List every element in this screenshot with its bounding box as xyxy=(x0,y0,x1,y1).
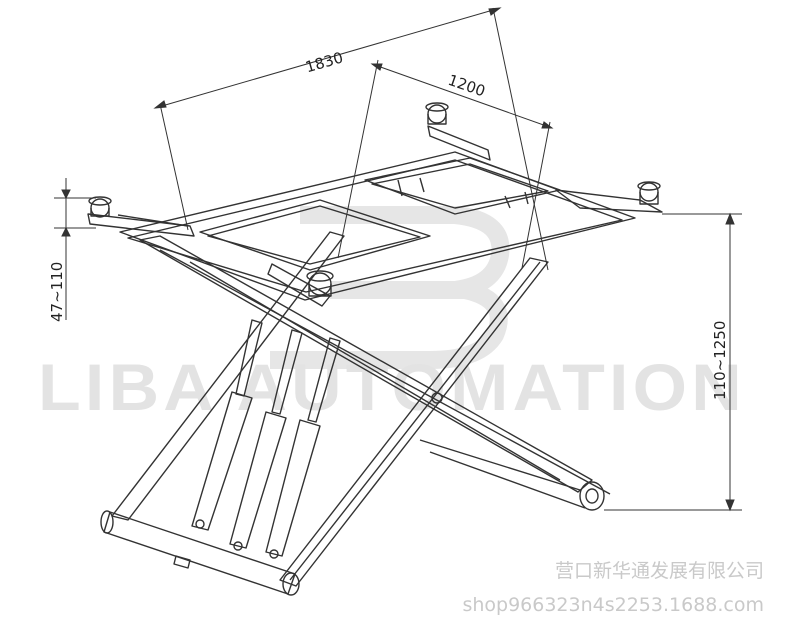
pad-rear-right xyxy=(639,182,659,202)
front-base-tube xyxy=(103,511,296,595)
dim-pad-height-range: 47~110 xyxy=(48,262,66,322)
footer-company: 营口新华通发展有限公司 xyxy=(554,560,764,582)
platform-outer xyxy=(119,151,636,301)
pad-front-left xyxy=(90,198,110,218)
lift-frame xyxy=(87,102,663,596)
watermark-text: LIBA AUTOMATION xyxy=(38,350,746,424)
dim-pad-spacing: 1200 xyxy=(446,71,488,100)
arm-front-right xyxy=(267,263,331,307)
dim-lift-height-range: 110~1250 xyxy=(711,321,729,400)
cylinder-2 xyxy=(229,411,287,549)
watermark-logo xyxy=(270,206,510,369)
dimension-lines xyxy=(54,7,742,512)
platform-cutout xyxy=(199,199,431,271)
cylinder-1 xyxy=(191,391,253,531)
scissor-leg-a xyxy=(139,235,593,493)
arm-front-left xyxy=(87,213,195,237)
rear-roller xyxy=(579,481,605,511)
pad-front-right xyxy=(308,272,332,296)
footer-shop: shop966323n4s2253.1688.com xyxy=(462,594,764,616)
center-pivot xyxy=(431,392,443,404)
scissor-leg-b xyxy=(279,257,549,587)
cylinder-3 xyxy=(265,419,321,557)
pad-rear-left xyxy=(427,104,447,124)
scissor-leg-d xyxy=(159,249,611,495)
scissor-leg-c xyxy=(111,231,345,521)
arm-rear-right xyxy=(555,189,663,213)
platform-outer-inner xyxy=(127,159,623,293)
arm-rear-left xyxy=(427,125,491,161)
dim-overall-length: 1830 xyxy=(303,48,345,76)
